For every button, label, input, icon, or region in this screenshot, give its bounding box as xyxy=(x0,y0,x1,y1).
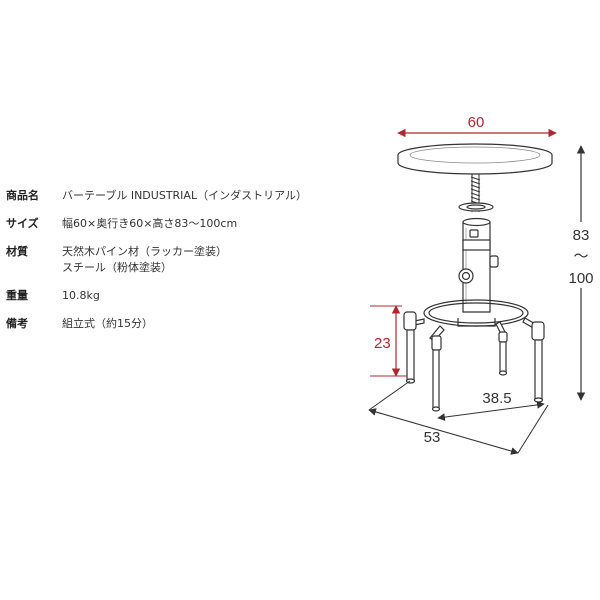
spec-label: 重量 xyxy=(6,289,28,302)
spec-row-weight: 重量 10.8kg xyxy=(6,288,336,304)
footrest-height-label: 23 xyxy=(374,335,391,352)
height-min-label: 83 xyxy=(573,227,590,244)
spec-value-line: 幅60×奥行き60×高さ83〜100cm xyxy=(62,217,238,230)
spec-row-size: サイズ 幅60×奥行き60×高さ83〜100cm xyxy=(6,216,336,232)
spec-value-line: 10.8kg xyxy=(62,289,100,302)
spec-value: 天然木パイン材（ラッカー塗装） スチール（粉体塗装） xyxy=(62,244,227,276)
width-dimension-line xyxy=(368,408,519,455)
spec-label: サイズ xyxy=(6,217,39,230)
spec-label: 商品名 xyxy=(6,189,39,202)
table-top xyxy=(397,143,553,175)
spec-row-material: 材質 天然木パイン材（ラッカー塗装） スチール（粉体塗装） xyxy=(6,244,336,276)
spec-value-line: 組立式（約15分） xyxy=(62,317,153,330)
depth-label: 38.5 xyxy=(482,390,511,407)
spec-label: 材質 xyxy=(6,245,28,258)
pipe-legs xyxy=(403,311,545,412)
spec-value: 組立式（約15分） xyxy=(62,316,153,332)
top-width-label: 60 xyxy=(468,114,485,131)
width-label: 53 xyxy=(424,429,441,446)
spec-value-line: スチール（粉体塗装） xyxy=(62,261,172,274)
product-dimension-diagram: 60 xyxy=(368,114,598,455)
spec-value-line: 天然木パイン材（ラッカー塗装） xyxy=(62,245,227,258)
spec-row-name: 商品名 バーテーブル INDUSTRIAL（インダストリアル） xyxy=(6,188,336,204)
spec-value: 幅60×奥行き60×高さ83〜100cm xyxy=(62,216,237,232)
width-extension-right xyxy=(517,404,549,454)
width-extension-left xyxy=(368,380,411,411)
adjust-ring xyxy=(458,202,494,212)
spec-value: バーテーブル INDUSTRIAL（インダストリアル） xyxy=(62,188,307,204)
spec-table: 商品名 バーテーブル INDUSTRIAL（インダストリアル） サイズ 幅60×… xyxy=(6,188,336,344)
height-label-bg xyxy=(566,222,598,288)
foot-ring xyxy=(423,299,529,327)
column-body xyxy=(458,217,499,313)
spec-label: 備考 xyxy=(6,317,28,330)
spec-row-notes: 備考 組立式（約15分） xyxy=(6,316,336,332)
height-max-label: 100 xyxy=(568,270,593,287)
spec-value-line: バーテーブル INDUSTRIAL（インダストリアル） xyxy=(62,189,307,202)
spec-value: 10.8kg xyxy=(62,288,100,304)
height-sep-label: 〜 xyxy=(573,248,588,265)
